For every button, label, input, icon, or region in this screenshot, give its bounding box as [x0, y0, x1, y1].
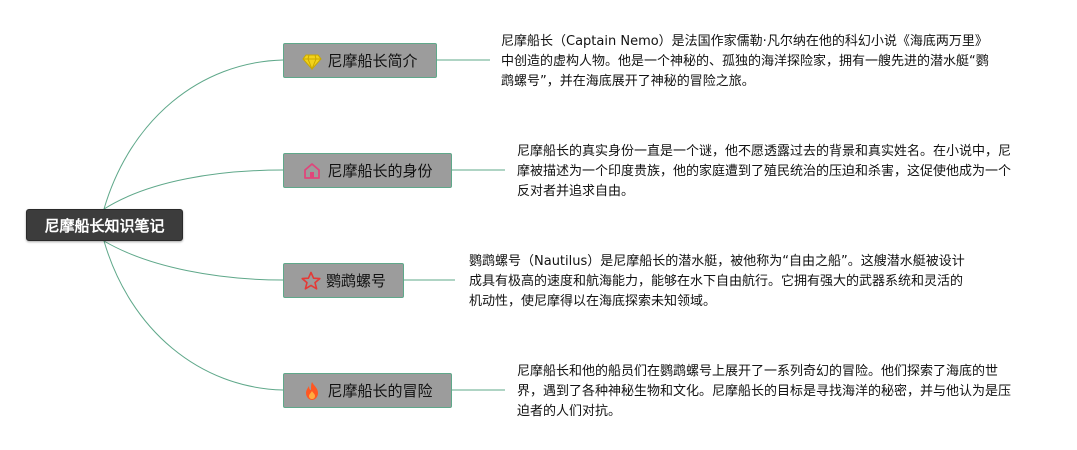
connector-root-branch-1: [103, 59, 284, 210]
branch-label: 尼摩船长简介: [327, 52, 418, 70]
note-adventure: 尼摩船长和他的船员们在鹦鹉螺号上展开了一系列奇幻的冒险。他们探索了海底的世界，遇…: [517, 364, 1012, 419]
root-title: 尼摩船长知识笔记: [44, 216, 165, 235]
branch-node-adventure[interactable]: 尼摩船长的冒险: [283, 373, 452, 408]
branch-label: 尼摩船长的冒险: [327, 382, 433, 400]
note-intro: 尼摩船长（Captain Nemo）是法国作家儒勒·凡尔纳在他的科幻小说《海底两…: [501, 34, 989, 89]
fire-icon: [302, 381, 322, 401]
note-identity: 尼摩船长的真实身份一直是一个谜，他不愿透露过去的背景和真实姓名。在小说中，尼摩被…: [517, 144, 1012, 199]
connector-root-branch-3: [103, 240, 284, 281]
note-nautilus: 鹦鹉螺号（Nautilus）是尼摩船长的潜水艇，被他称为“自由之船”。这艘潜水艇…: [469, 254, 965, 309]
connector-root-branch-2: [103, 169, 284, 210]
branch-node-identity[interactable]: 尼摩船长的身份: [283, 153, 452, 188]
branch-node-intro[interactable]: 尼摩船长简介: [283, 43, 437, 78]
gem-icon: [302, 51, 323, 71]
root-node[interactable]: 尼摩船长知识笔记: [26, 209, 183, 241]
star-icon: [301, 271, 321, 291]
branch-label: 鹦鹉螺号: [325, 272, 386, 290]
branch-label: 尼摩船长的身份: [327, 162, 433, 180]
home-icon: [302, 161, 322, 181]
branch-node-nautilus[interactable]: 鹦鹉螺号: [283, 263, 404, 298]
connector-root-branch-4: [103, 240, 284, 391]
